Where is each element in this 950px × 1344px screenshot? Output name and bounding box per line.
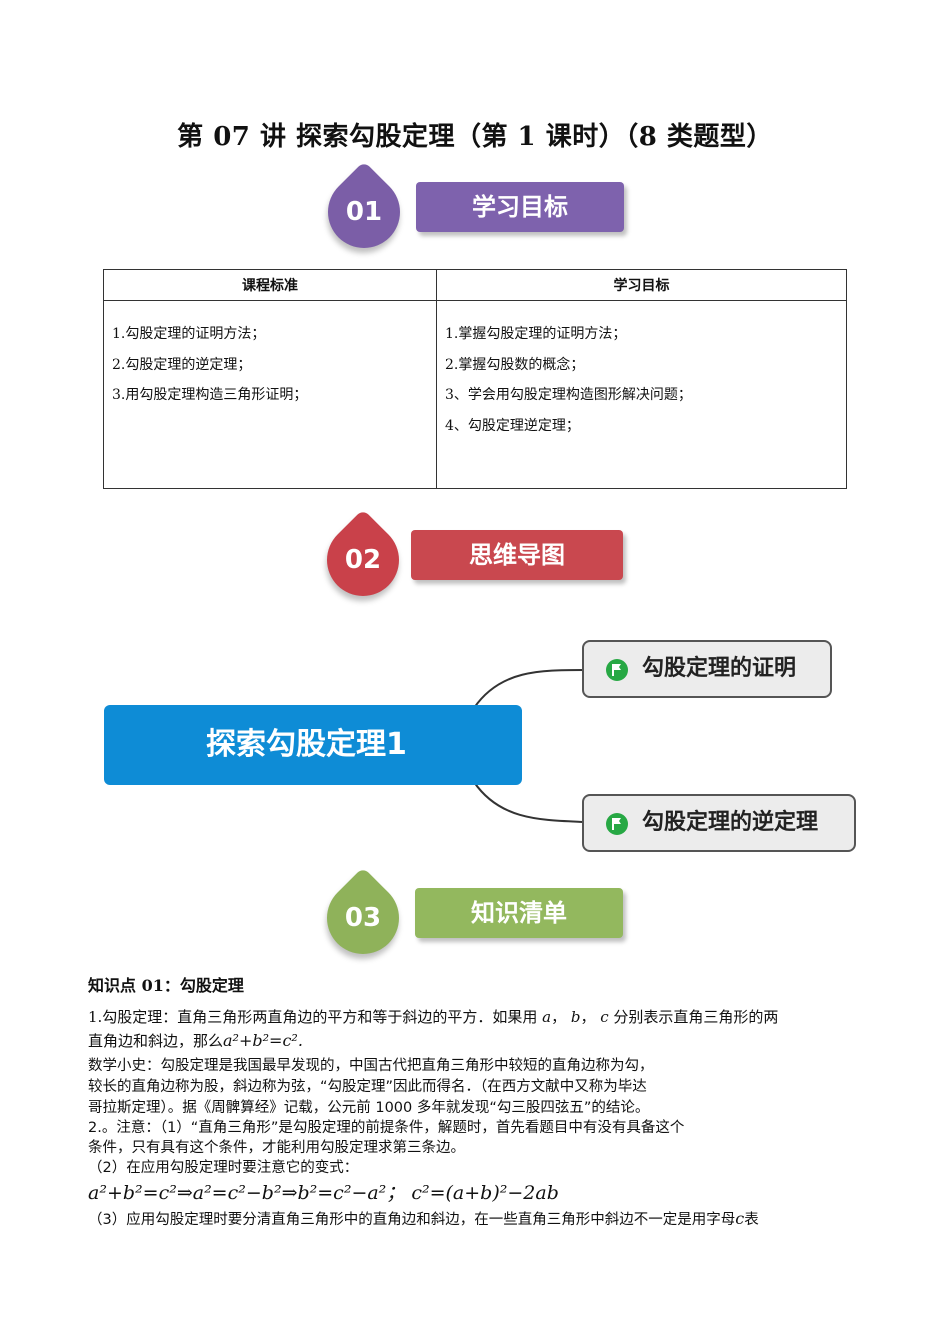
list-item: 1.勾股定理的证明方法； [112,326,266,342]
list-item: 3.用勾股定理构造三角形证明； [112,387,308,403]
text-line: 数学小史：勾股定理是我国最早发现的，中国古代把直角三角形中较短的直角边称为勾， [88,1058,654,1074]
text-line: （3）应用勾股定理时要分清直角三角形中的直角边和斜边，在一些直角三角形中斜边不一… [88,1212,736,1228]
mindmap-connectors [473,669,585,823]
theorem-formula: a²+b²=c². [223,1031,303,1050]
badge-label: 知识清单 [415,888,623,938]
mindmap-root: 探索勾股定理1 [104,705,522,785]
formula-line: a²+b²=c²⇒a²=c²−b²⇒b²=c²−a²； c²=(a+b)²−2a… [88,1182,559,1204]
mindmap-branch-proof: 勾股定理的证明 [582,640,832,698]
flag-icon [606,813,628,835]
branch-label: 勾股定理的逆定理 [642,810,819,835]
text-line: 表 [744,1212,759,1228]
var-b: b [570,1008,581,1026]
list-item: 2.勾股定理的逆定理； [112,356,252,373]
page-title: 第 07 讲 探索勾股定理（第 1 课时）（8 类题型） [177,122,773,152]
text-line: 哥拉斯定理）。据《周髀算经》记载，公元前 1000 多年就发现“勾三股四弦五”的… [88,1100,650,1116]
branch-label: 勾股定理的证明 [642,656,797,681]
badge-number: 01 [345,197,383,227]
table-header: 课程标准 [103,269,437,301]
text-line: 2.。注意：（1）“直角三角形”是勾股定理的前提条件，解题时，首先看题目中有没有… [88,1120,685,1136]
badge-label: 思维导图 [411,530,623,580]
learning-goals-cell: 1.掌握勾股定理的证明方法； 2.掌握勾股数的概念； 3、学会用勾股定理构造图形… [436,300,847,489]
theorem-paragraph: 1.勾股定理：直角三角形两直角边的平方和等于斜边的平方．如果用 a， b， c … [88,1008,779,1026]
mindmap-branch-converse: 勾股定理的逆定理 [582,794,856,852]
badge-label: 学习目标 [416,182,624,232]
list-item: 4、勾股定理逆定理； [445,417,580,434]
text-line: 条件，只有具有这个条件，才能利用勾股定理求第三条边。 [88,1140,465,1156]
history-paragraph: 数学小史：勾股定理是我国最早发现的，中国古代把直角三角形中较短的直角边称为勾， … [88,1056,878,1119]
table-header: 学习目标 [436,269,847,301]
list-item: 2.掌握勾股数的概念； [445,356,585,373]
var-a: a [542,1008,552,1026]
theorem-paragraph-cont: 直角边和斜边，那么a²+b²=c². [88,1030,878,1052]
knowledge-point-title: 知识点 01：勾股定理 [88,976,244,995]
text-line: （2）在应用勾股定理时要注意它的变式： [88,1160,359,1176]
section-badge-goals: 01 学习目标 [313,161,626,263]
note3-paragraph: （3）应用勾股定理时要分清直角三角形中的直角边和斜边，在一些直角三角形中斜边不一… [88,1208,888,1231]
curriculum-standards-cell: 1.勾股定理的证明方法； 2.勾股定理的逆定理； 3.用勾股定理构造三角形证明； [103,300,437,489]
var-c: c [600,1008,609,1026]
goals-table: 课程标准 学习目标 1.勾股定理的证明方法； 2.勾股定理的逆定理； 3.用勾股… [103,269,847,489]
flag-icon [606,659,628,681]
badge-number: 03 [344,903,382,933]
section-badge-mindmap: 02 思维导图 [312,509,625,611]
list-item: 1.掌握勾股定理的证明方法； [445,326,627,342]
section-badge-knowledge: 03 知识清单 [312,867,625,969]
note-paragraph: 2.。注意：（1）“直角三角形”是勾股定理的前提条件，解题时，首先看题目中有没有… [88,1118,878,1178]
theorem-text: 分别表示直角三角形的两 [613,1008,779,1026]
text-line: 较长的直角边称为股，斜边称为弦，“勾股定理”因此而得名．（在西方文献中又称为毕达 [88,1079,647,1095]
var-c: c [735,1209,745,1228]
badge-number: 02 [344,545,382,575]
list-item: 3、学会用勾股定理构造图形解决问题； [445,387,692,403]
theorem-text: 直角边和斜边，那么 [88,1032,224,1050]
theorem-text: 1.勾股定理：直角三角形两直角边的平方和等于斜边的平方．如果用 [88,1008,538,1026]
